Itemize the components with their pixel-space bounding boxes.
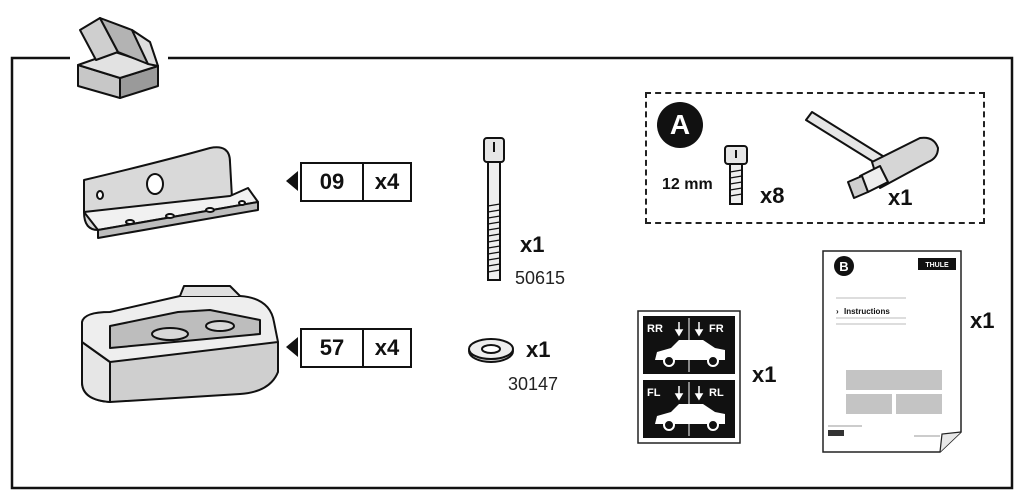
- bracket-code: 09: [302, 164, 364, 200]
- foot-pad-label: 57 x4: [300, 328, 412, 368]
- sticker-top-right-label: FR: [709, 323, 724, 335]
- screw-qty: x8: [760, 183, 785, 208]
- foot-pad-icon: [81, 285, 279, 403]
- manual-badge: B: [839, 259, 848, 274]
- tool-kit-badge: A: [657, 102, 703, 148]
- washer-icon: [468, 338, 514, 363]
- screw-length: 12 mm: [662, 176, 713, 193]
- manual-heading: Instructions: [844, 307, 890, 316]
- open-box-icon: [77, 17, 159, 99]
- washer-part-number: 30147: [508, 374, 559, 394]
- foot-pad-qty: x4: [374, 335, 400, 360]
- instruction-manual: B THULE › Instructions: [822, 250, 962, 453]
- manual-heading-chevron: ›: [836, 307, 839, 316]
- key-qty: x1: [888, 185, 913, 210]
- tool-kit-box: [645, 92, 985, 224]
- manual-qty: x1: [970, 308, 995, 333]
- sticker-bottom-left-label: FL: [647, 387, 661, 399]
- bolt-part-number: 50615: [515, 268, 566, 288]
- car-side-icon: [655, 340, 725, 367]
- bracket-qty: x4: [374, 169, 400, 194]
- stickers-qty: x1: [752, 362, 777, 387]
- bracket-label: 09 x4: [300, 162, 412, 202]
- bolt-icon: [483, 137, 505, 281]
- bracket-pointer-arrow: [286, 171, 298, 191]
- t-key-icon: [805, 111, 939, 199]
- washer-qty: x1: [526, 337, 551, 362]
- foot-pad-pointer-arrow: [286, 337, 298, 357]
- foot-pad-code: 57: [302, 330, 364, 366]
- down-arrow-icon: [674, 322, 704, 401]
- manual-brand: THULE: [925, 262, 949, 269]
- sticker-bottom-right-label: RL: [709, 387, 724, 399]
- car-side-icon: [655, 404, 725, 431]
- screw-icon: [724, 145, 748, 205]
- position-stickers: RR FR FL RL: [637, 310, 741, 444]
- mounting-bracket-icon: [83, 146, 259, 239]
- bolt-qty: x1: [520, 232, 545, 257]
- sticker-top-left-label: RR: [647, 323, 663, 335]
